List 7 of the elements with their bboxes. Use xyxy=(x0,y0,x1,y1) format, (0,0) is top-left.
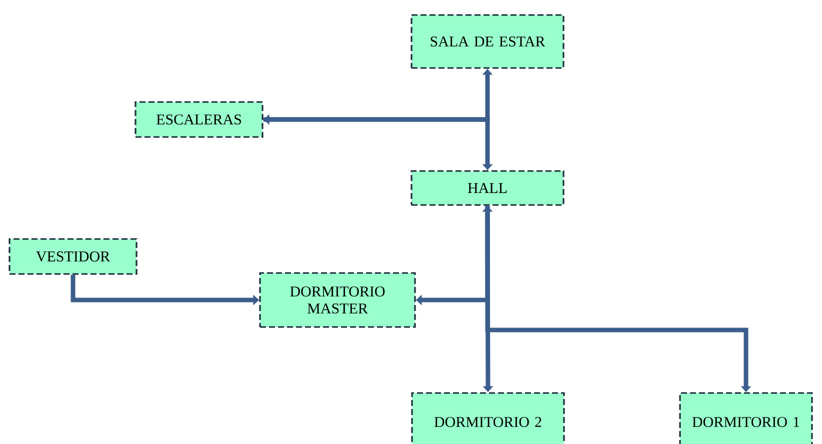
room-box: VESTIDOR xyxy=(8,238,138,275)
room-box: DORMITORIO 2 xyxy=(411,392,565,444)
room-box: DORMITORIO MASTER xyxy=(259,272,416,328)
room-box: HALL xyxy=(410,170,564,206)
room-box: DORMITORIO 1 xyxy=(679,392,813,444)
room-box: SALA DE ESTAR xyxy=(410,14,564,69)
room-box: ESCALERAS xyxy=(134,101,264,138)
